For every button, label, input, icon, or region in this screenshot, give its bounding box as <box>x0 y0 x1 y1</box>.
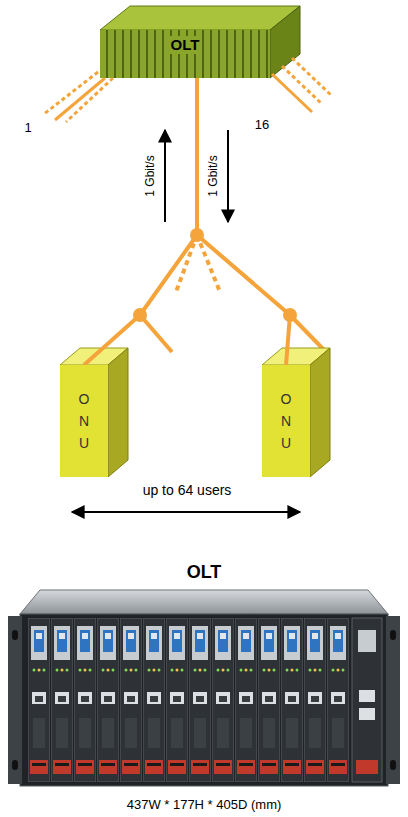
olt-box: OLT <box>100 30 270 78</box>
rack-ear <box>386 616 400 784</box>
splitter-dot <box>133 308 147 322</box>
downstream-arrow <box>227 130 229 222</box>
line-card <box>189 618 211 782</box>
chassis-front <box>20 614 388 786</box>
users-label: up to 64 users <box>143 482 232 498</box>
rack-hole <box>12 760 18 770</box>
line-card <box>327 618 349 782</box>
splitter-dot <box>283 308 297 322</box>
line-card <box>28 618 50 782</box>
control-port <box>358 630 376 652</box>
onu-side-face <box>310 348 330 477</box>
card-latch <box>356 760 378 774</box>
fiber-connector <box>84 78 197 365</box>
fiber-connector <box>197 78 290 365</box>
rack-hole <box>390 760 396 770</box>
device-name: OLT <box>168 36 203 54</box>
device-name: O N U <box>279 388 293 454</box>
line-card <box>97 618 119 782</box>
span-arrow <box>72 511 300 513</box>
bandwidth-label: 1 Gbit/s <box>144 155 158 196</box>
rack-hole <box>12 630 18 640</box>
port-fiber <box>66 78 113 122</box>
onu-box: O N U <box>60 365 108 477</box>
port-fiber <box>272 74 312 112</box>
line-card <box>235 618 257 782</box>
splitter-dot <box>190 228 204 242</box>
upstream-arrow <box>164 130 166 222</box>
line-card <box>258 618 280 782</box>
split-branch <box>140 315 172 352</box>
port-fiber <box>292 58 332 96</box>
rack-hole <box>390 630 396 640</box>
line-cards <box>28 618 349 782</box>
olt-top-face <box>100 6 300 30</box>
line-card <box>166 618 188 782</box>
line-card <box>281 618 303 782</box>
line-card <box>304 618 326 782</box>
rack-ear <box>8 616 22 784</box>
port-fiber <box>44 72 98 114</box>
line-card <box>74 618 96 782</box>
control-port <box>359 690 375 702</box>
device-name: O N U <box>77 388 91 454</box>
split-branch <box>290 315 326 352</box>
line-card <box>143 618 165 782</box>
port-fiber <box>282 66 322 104</box>
control-card <box>352 618 382 782</box>
chassis-lid <box>20 590 388 614</box>
bandwidth-label: 1 Gbit/s <box>207 155 221 196</box>
line-card <box>120 618 142 782</box>
onu-box: O N U <box>262 365 310 477</box>
port-number: 1 <box>24 121 31 136</box>
control-port <box>359 708 375 720</box>
line-card <box>212 618 234 782</box>
onu-side-face <box>108 348 128 477</box>
device-heading: OLT <box>187 562 222 583</box>
line-card <box>51 618 73 782</box>
split-branch <box>176 235 197 292</box>
port-number: 16 <box>255 118 269 133</box>
dimensions-caption: 437W * 177H * 405D (mm) <box>127 798 282 813</box>
